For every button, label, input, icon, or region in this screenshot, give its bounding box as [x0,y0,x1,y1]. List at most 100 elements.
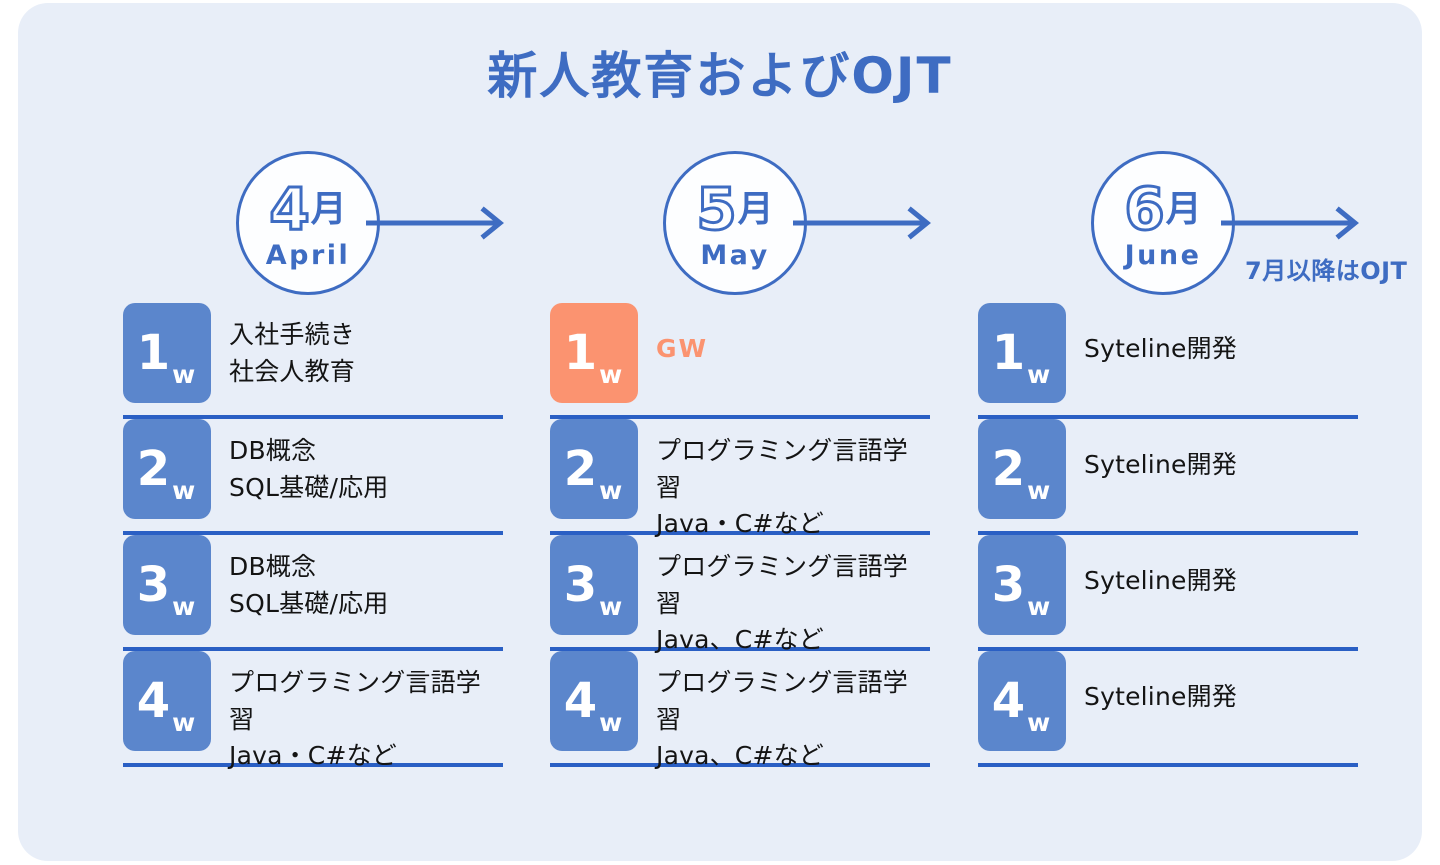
month-kanji: 月 [310,189,347,230]
week-unit: w [172,476,196,505]
week-line-1: GW [656,334,709,363]
week-number: 1 [136,325,171,381]
week-line-1: Syteline開発 [1084,450,1237,479]
week-line-2: Java・C#など [229,741,398,770]
week-unit: w [599,592,623,621]
week-unit: w [1027,708,1051,737]
arrow-right-icon [1221,203,1366,243]
week-line-1: プログラミング言語学習 [656,668,909,734]
week-line-2: SQL基礎/応用 [229,588,389,618]
week-unit: w [172,592,196,621]
month-kanji: 月 [1165,189,1202,230]
week-description: GW [656,331,930,368]
month-number: 4 [268,175,311,243]
month-number: 5 [695,175,738,243]
week-number: 3 [991,557,1026,613]
week-line-2: 社会人教育 [229,356,356,386]
month-number-row: 4月 [239,179,377,240]
week-line-1: プログラミング言語学習 [656,436,909,502]
month-kanji: 月 [737,189,774,230]
month-name-en: April [265,240,351,271]
week-number: 4 [991,673,1026,729]
month-number-row: 5月 [666,179,804,240]
week-line-1: 入社手続き [229,320,356,349]
week-unit: w [1027,592,1051,621]
week-unit: w [172,708,196,737]
week-description: プログラミング言語学習 Java、C#など [656,665,930,775]
week-line-1: プログラミング言語学習 [229,668,482,734]
week-description: 入社手続き 社会人教育 [229,317,503,390]
week-number: 2 [136,441,171,497]
week-unit: w [599,476,623,505]
week-number: 4 [563,673,598,729]
week-line-1: Syteline開発 [1084,334,1237,363]
month-number: 6 [1123,175,1166,243]
week-description: DB概念 SQL基礎/応用 [229,433,503,506]
week-unit: w [1027,476,1051,505]
month-number-row: 6月 [1094,179,1232,240]
week-number: 4 [136,673,171,729]
arrow-right-icon [366,203,511,243]
week-line-2: SQL基礎/応用 [229,472,389,502]
week-description: Syteline開発 [1084,563,1358,600]
month-circle: 5月 May [663,151,807,295]
month-circle: 6月 June [1091,151,1235,295]
week-line-1: Syteline開発 [1084,566,1237,595]
week-line-2: Java、C#など [656,741,825,770]
month-header: 4月 April [123,151,504,301]
week-description: Syteline開発 [1084,331,1358,368]
week-description: DB概念 SQL基礎/応用 [229,549,503,622]
month-header: 5月 May [550,151,931,301]
week-number: 3 [563,557,598,613]
week-number: 3 [136,557,171,613]
week-number: 2 [563,441,598,497]
week-number: 1 [991,325,1026,381]
week-description: Syteline開発 [1084,679,1358,716]
arrow-right-icon [793,203,938,243]
week-number: 2 [991,441,1026,497]
week-line-1: DB概念 [229,552,317,581]
week-line-2: Java・C#など [656,509,825,538]
week-unit: w [1027,360,1051,389]
month-name-en: June [1124,240,1202,271]
week-description: Syteline開発 [1084,447,1358,484]
month-name-en: May [700,240,770,271]
week-line-1: プログラミング言語学習 [656,552,909,618]
month-circle: 4月 April [236,151,380,295]
week-line-1: DB概念 [229,436,317,465]
week-unit: w [172,360,196,389]
month-header: 6月 June 7月以降はOJT [978,151,1407,301]
week-description: プログラミング言語学習 Java・C#など [229,665,503,775]
ojt-note: 7月以降はOJT [1245,257,1408,285]
week-unit: w [599,708,623,737]
week-unit: w [599,360,623,389]
